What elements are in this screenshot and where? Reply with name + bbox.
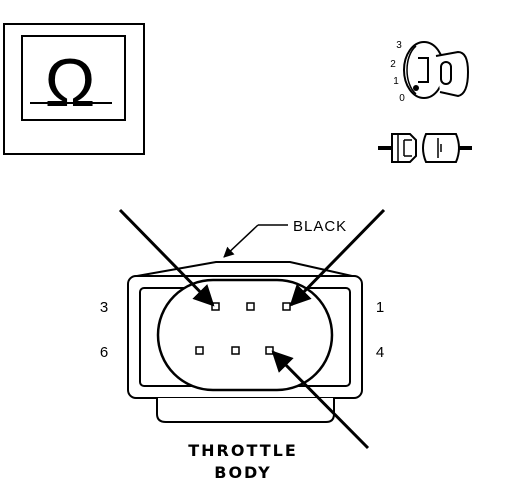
- probe-arrow-pin-3: [118, 208, 215, 307]
- pin-cavity-5: [231, 346, 240, 355]
- connector-title-line2: BODY: [214, 463, 272, 482]
- probe-arrow-pin-1: [289, 208, 386, 307]
- ohm-symbol: Ω: [45, 45, 96, 121]
- ignition-position-1: 1: [393, 76, 399, 87]
- pin-label-1: 1: [376, 299, 384, 316]
- pin-cavity-2: [246, 302, 255, 311]
- ignition-key-icon: 3 2 1 0: [390, 40, 470, 104]
- ignition-position-0: 0: [399, 93, 405, 104]
- ohmmeter-icon: Ω: [3, 23, 145, 155]
- connector-title-line1: THROTTLE: [188, 441, 298, 460]
- ignition-position-3: 3: [396, 40, 402, 51]
- connector-color-label: BLACK: [293, 218, 347, 235]
- pin-cavity-4: [265, 346, 274, 355]
- throttle-body-connector: [127, 261, 363, 423]
- pin-label-6: 6: [100, 344, 108, 361]
- pin-label-3: 3: [100, 299, 108, 316]
- pin-label-4: 4: [376, 344, 384, 361]
- pin-cavity-6: [195, 346, 204, 355]
- ignition-position-2: 2: [390, 59, 396, 70]
- color-label-leader: [223, 224, 288, 258]
- pin-cavity-1: [282, 302, 291, 311]
- probe-arrow-pin-4: [271, 350, 370, 450]
- connector-icon: [378, 133, 472, 163]
